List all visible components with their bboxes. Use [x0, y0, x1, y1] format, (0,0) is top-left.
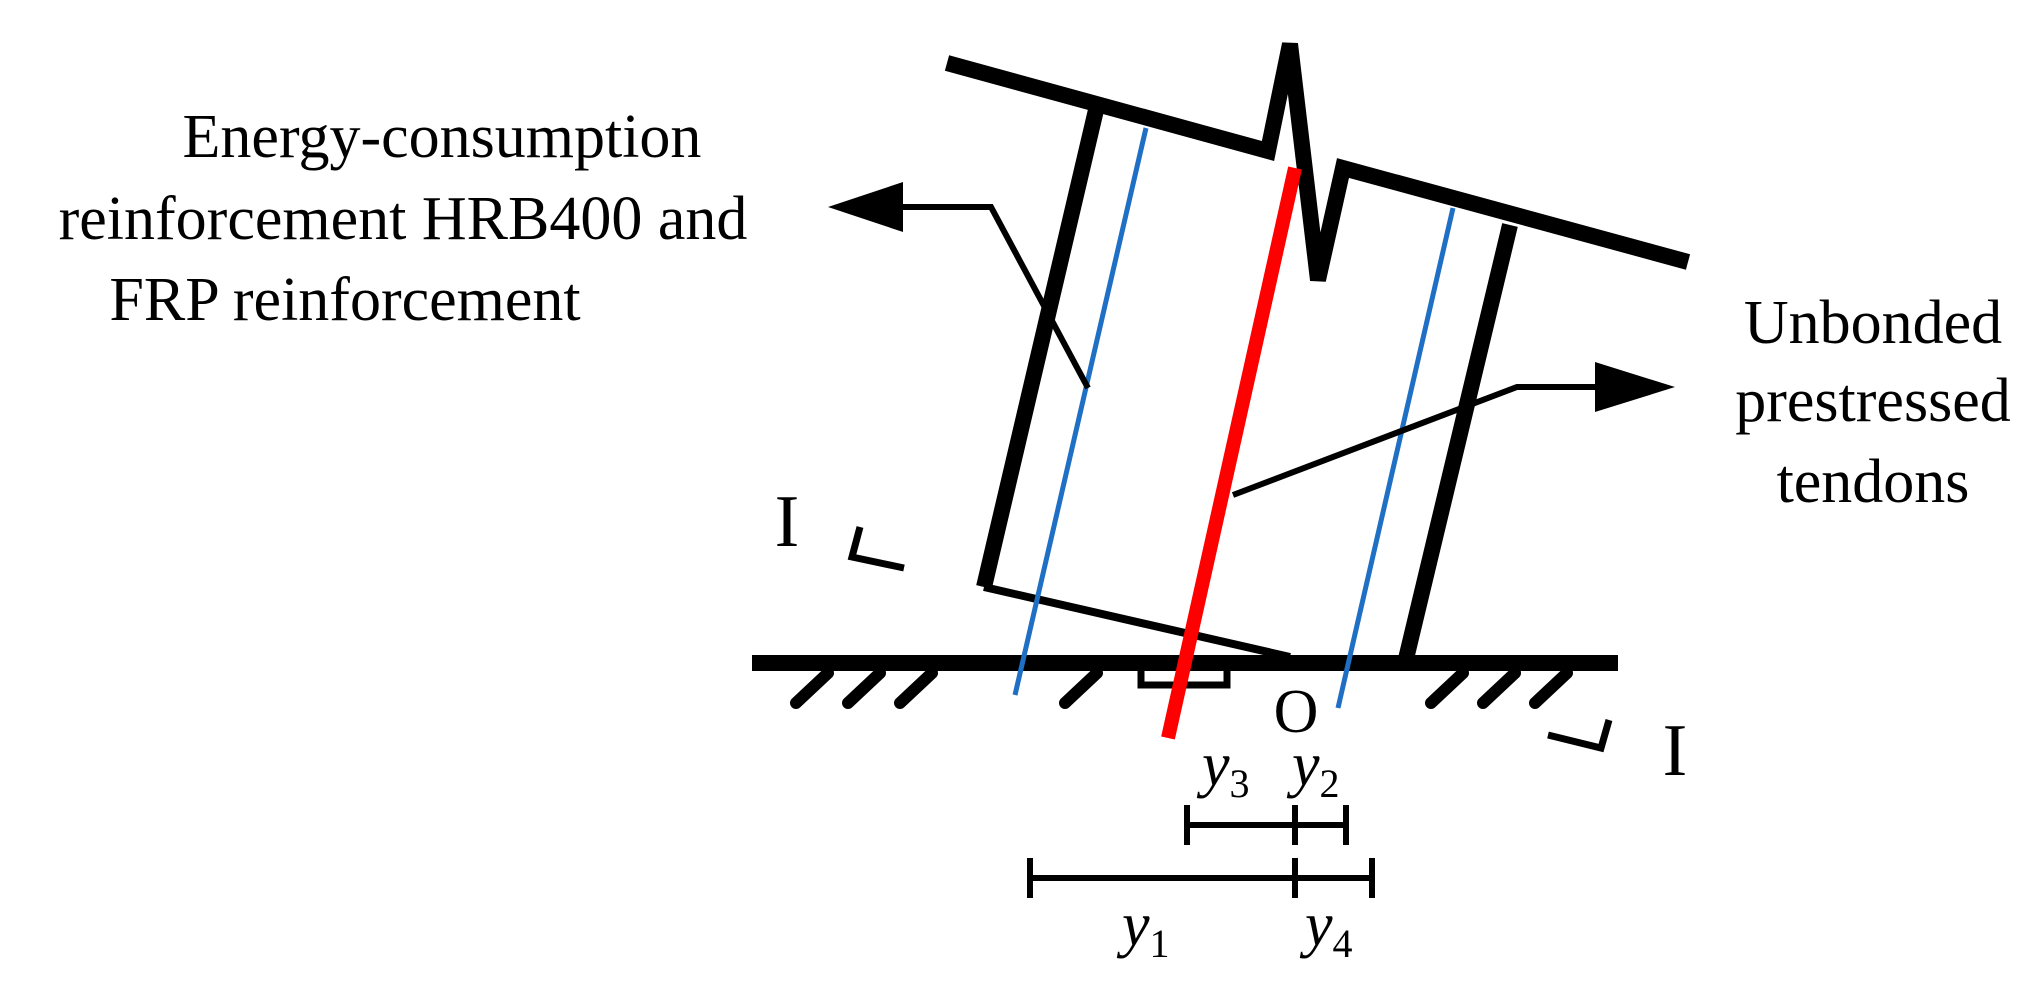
arrow-right-icon	[1595, 362, 1675, 412]
beam-with-break	[944, 42, 1691, 282]
reinforcement-right	[1335, 207, 1456, 709]
label-energy-line1: Energy-consumption	[183, 103, 702, 171]
label-tendon-line1: Unbonded	[1744, 289, 2002, 357]
arrow-left-icon	[828, 182, 903, 232]
origin-label: O	[1274, 678, 1319, 746]
label-energy-line3: FRP reinforcement	[109, 266, 580, 334]
label-tendon-line3: tendons	[1777, 448, 1970, 516]
prestressed-tendon	[1161, 166, 1302, 740]
section-label-right: I	[1663, 710, 1688, 792]
dim-label-y4: y4	[1299, 891, 1353, 966]
section-label-left: I	[775, 481, 800, 563]
dim-label-y1: y1	[1116, 891, 1170, 966]
label-tendon-line2: prestressed	[1735, 367, 2010, 435]
dim-label-y2: y2	[1286, 731, 1340, 806]
label-energy-line2: reinforcement HRB400 and	[59, 185, 748, 253]
reinforcement-left	[1012, 127, 1149, 696]
dim-label-y3: y3	[1196, 731, 1250, 806]
section-mark-left	[847, 526, 905, 572]
ground-hatching	[790, 667, 1573, 709]
column-left-edge	[976, 108, 1104, 589]
column-right-edge	[1397, 223, 1518, 665]
section-mark-right	[1547, 719, 1613, 753]
dimension-lines	[1027, 805, 1375, 898]
leader-reinforcement	[828, 182, 1091, 390]
leader-tendon	[1231, 362, 1675, 498]
